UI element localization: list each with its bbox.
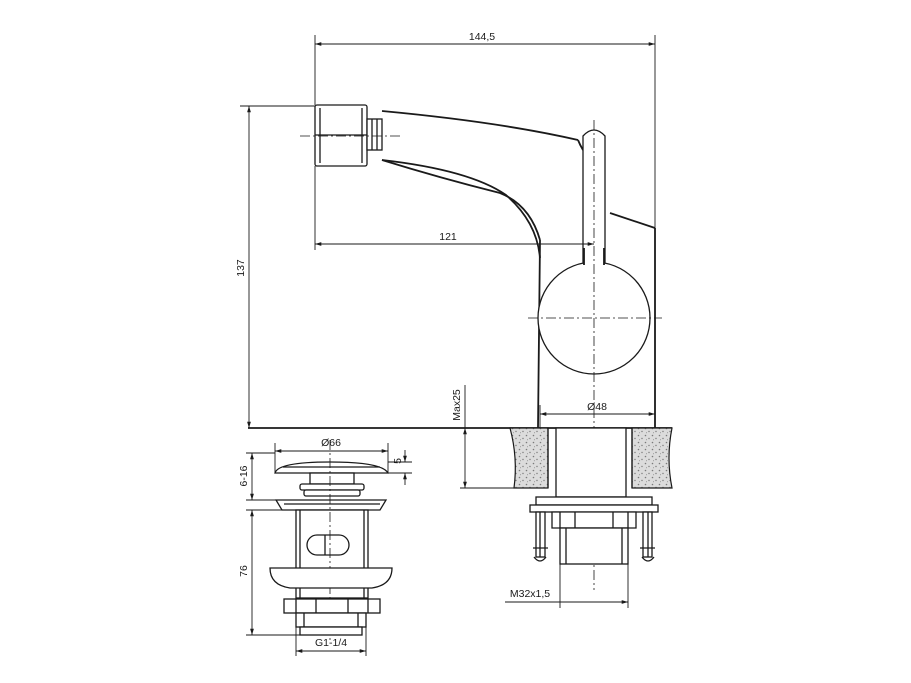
dim-waste-cap-height: 5: [392, 458, 404, 464]
countertop-left: [509, 427, 549, 489]
dim-connector-thread: M32x1,5: [510, 588, 550, 600]
mounting-shank: [555, 427, 627, 498]
mounting-nut: [551, 511, 637, 529]
dim-waste-cap-range: 6-16: [238, 465, 250, 486]
aerator-neck: [366, 118, 383, 151]
dim-base-diameter: Ø48: [587, 401, 607, 413]
waste-nut: [283, 598, 381, 614]
washer-bottom: [529, 504, 659, 513]
waste-washer: [269, 567, 393, 589]
dim-waste-length: 76: [238, 565, 250, 577]
washer-top: [535, 496, 653, 506]
faucet-body-outline: [381, 110, 656, 429]
dim-spout-reach: 121: [439, 231, 457, 243]
spout-curve: [381, 159, 541, 259]
waste-flange: [274, 499, 388, 511]
dim-total-length: 144,5: [469, 31, 495, 43]
threaded-connector: [559, 527, 629, 565]
dim-waste-cap-diameter: Ø66: [321, 437, 341, 449]
popup-waste-view: Ø66 5 6-16 76 G1-1/4: [238, 437, 412, 656]
dim-height: 137: [235, 259, 247, 277]
faucet-side-view: 144,5 121 137 Max25 Ø48 M32x1,5: [235, 31, 673, 608]
dim-max-thickness: Max25: [451, 389, 463, 421]
countertop-right: [631, 427, 673, 489]
dim-waste-thread: G1-1/4: [315, 637, 347, 649]
overflow-slot: [306, 534, 350, 556]
